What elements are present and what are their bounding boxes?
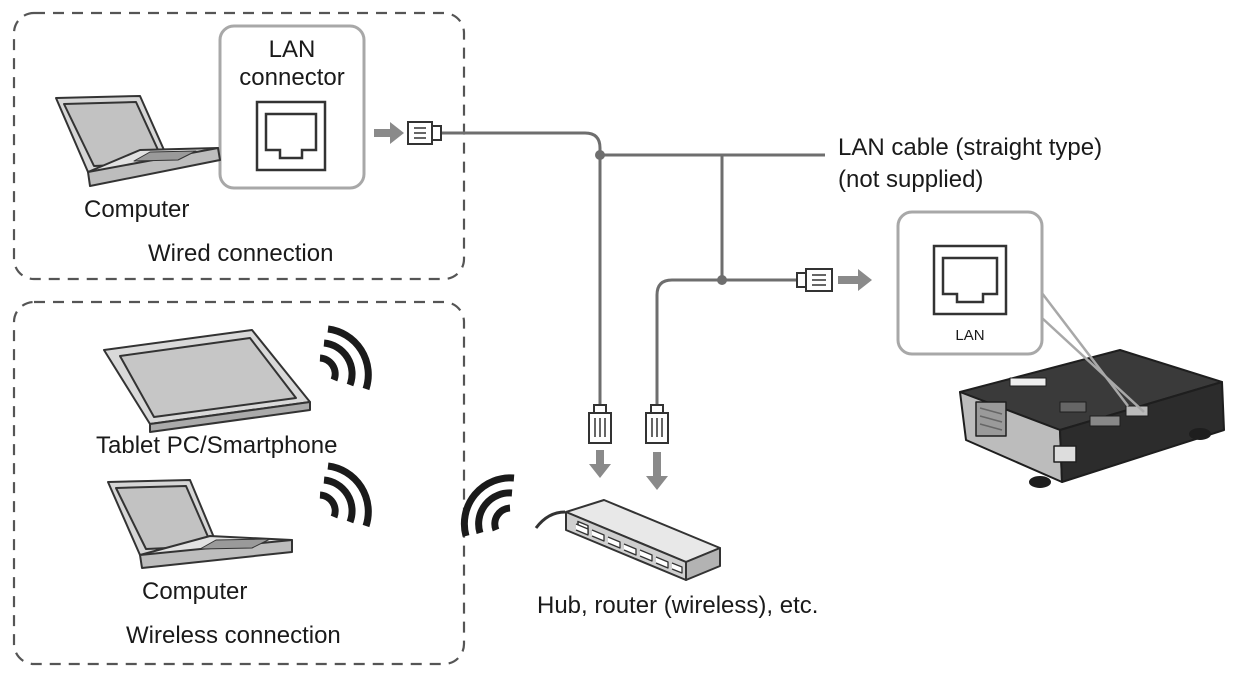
rj45-plug-icon	[796, 268, 833, 292]
wireless-connection-label: Wireless connection	[126, 622, 341, 649]
cable-junction-dot	[595, 150, 605, 160]
lan-connector-title-line1: LAN	[268, 36, 316, 63]
rj45-plug-icon	[645, 404, 669, 444]
projector-icon	[959, 349, 1225, 488]
arrow-icon	[838, 269, 872, 291]
laptop-icon	[107, 479, 293, 569]
rj45-plug-icon	[407, 121, 442, 145]
hub-router-icon	[534, 499, 721, 581]
hub-router-label: Hub, router (wireless), etc.	[537, 592, 819, 619]
arrow-icon	[646, 452, 668, 490]
lan-port-icon	[932, 244, 1008, 316]
callout-line	[1031, 279, 1129, 407]
lan-port-icon	[255, 100, 327, 172]
wireless-connection-box	[12, 300, 466, 666]
wired-connection-label: Wired connection	[148, 240, 334, 267]
wired-computer-label: Computer	[84, 196, 190, 223]
arrow-icon	[374, 122, 404, 144]
lan-connector-title-line2: connector	[239, 64, 345, 91]
wired-connection-box	[12, 11, 466, 281]
cable-junction-dot	[717, 275, 727, 285]
tablet-label: Tablet PC/Smartphone	[96, 432, 338, 459]
wifi-signal-icon	[460, 474, 515, 537]
arrow-icon	[589, 450, 611, 478]
tablet-icon	[103, 329, 311, 433]
rj45-plug-icon	[588, 404, 612, 444]
lan-cable-label-line1: LAN cable (straight type)	[838, 134, 1103, 161]
wifi-signal-icon	[319, 325, 372, 391]
laptop-icon	[55, 95, 221, 187]
wifi-signal-icon	[319, 462, 372, 528]
lan-cable-label-line2: (not supplied)	[838, 166, 984, 193]
callout-line	[1041, 317, 1145, 413]
lan-cable-lines	[440, 131, 825, 408]
wireless-computer-label: Computer	[142, 578, 248, 605]
projector-lan-port-label: LAN	[955, 327, 985, 344]
